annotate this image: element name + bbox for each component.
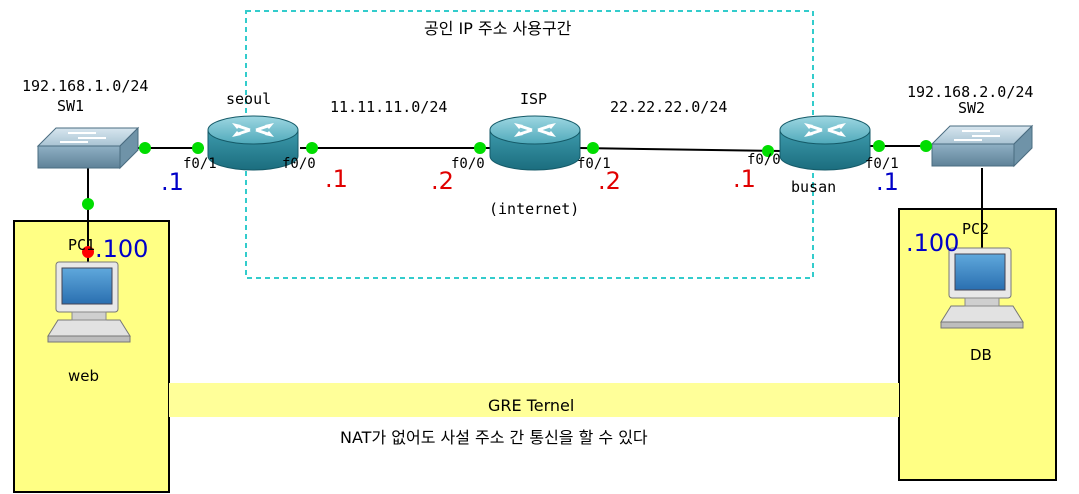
- isp-subtitle: (internet): [489, 200, 580, 218]
- wan1-network-label: 11.11.11.0/24: [330, 98, 448, 116]
- public-zone-label: 공인 IP 주소 사용구간: [424, 19, 572, 38]
- lan1-network-label: 192.168.1.0/24: [22, 77, 149, 95]
- pc2-computer-icon[interactable]: [940, 247, 1024, 329]
- isp-f00-label: f0/0: [451, 156, 485, 172]
- isp-f01-label: f0/1: [577, 156, 611, 172]
- pc1-label: PC1: [68, 236, 96, 254]
- switch-sw1-icon[interactable]: [37, 127, 139, 169]
- router-busan-icon[interactable]: [778, 114, 872, 172]
- seoul-f00-label: f0/0: [282, 156, 316, 172]
- pc1-role-label: web: [68, 367, 100, 385]
- busan-label: busan: [791, 178, 837, 196]
- busan-lan-address: .1: [876, 168, 899, 196]
- isp-wan1-address: .2: [431, 167, 454, 195]
- isp-label: ISP: [520, 90, 548, 108]
- seoul-label: seoul: [226, 90, 272, 108]
- lan2-network-label: 192.168.2.0/24: [907, 83, 1034, 101]
- gre-tunnel-note: NAT가 없어도 사설 주소 간 통신을 할 수 있다: [340, 428, 648, 447]
- isp-wan2-address: .2: [598, 167, 621, 195]
- pc2-label: PC2: [962, 220, 990, 238]
- seoul-lan-address: .1: [161, 168, 184, 196]
- gre-tunnel-label: GRE Ternel: [488, 396, 575, 415]
- sw2-label: SW2: [958, 99, 986, 117]
- busan-f01-label: f0/1: [865, 156, 899, 172]
- seoul-wan-address: .1: [325, 165, 348, 193]
- pc2-address: .100: [906, 229, 960, 257]
- pc2-role-label: DB: [970, 346, 992, 364]
- pc1-computer-icon[interactable]: [47, 261, 131, 343]
- link-isp-busan: [579, 147, 783, 152]
- switch-sw2-icon[interactable]: [931, 125, 1033, 167]
- seoul-f01-label: f0/1: [183, 156, 217, 172]
- link-status-dots: [82, 140, 932, 258]
- router-isp-icon[interactable]: [488, 114, 582, 172]
- pc1-address: .100: [95, 235, 149, 263]
- sw1-label: SW1: [57, 97, 85, 115]
- gre-tunnel-band: [169, 383, 899, 417]
- busan-wan-address: .1: [733, 165, 756, 193]
- busan-f00-label: f0/0: [747, 152, 781, 168]
- wan2-network-label: 22.22.22.0/24: [610, 98, 728, 116]
